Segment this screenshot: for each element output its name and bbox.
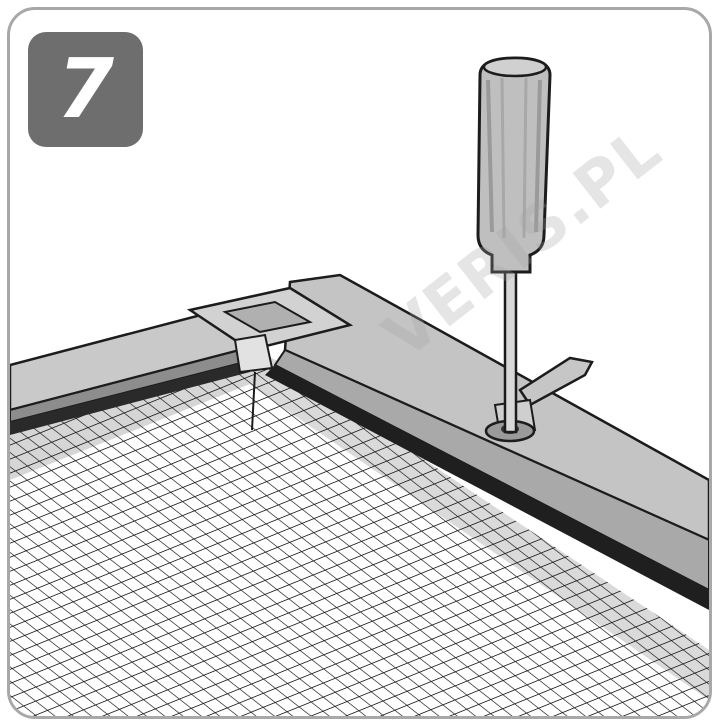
frame-corner-connector (186, 286, 354, 431)
illustration (10, 56, 709, 716)
step-number: 7 (56, 41, 115, 137)
insect-mesh (10, 350, 709, 716)
instruction-card: 7 (7, 7, 712, 719)
step-number-badge: 7 (28, 32, 143, 147)
screwdriver-icon (476, 56, 552, 434)
frame-rail-left (10, 308, 250, 435)
